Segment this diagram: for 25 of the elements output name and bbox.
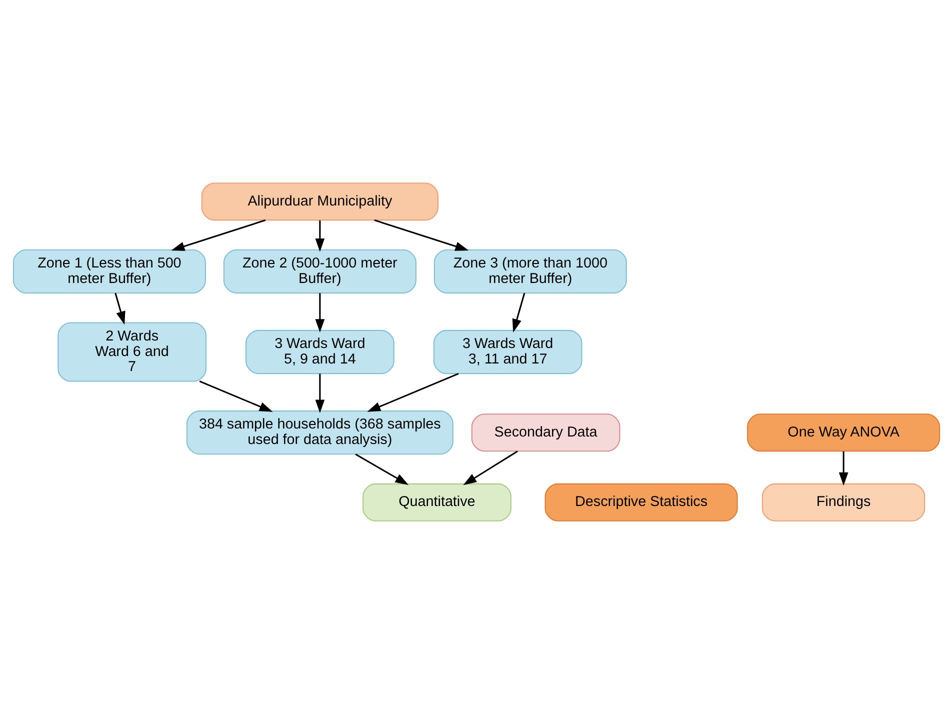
node-box: 2 Wards Ward 6 and 7 [57,322,206,382]
arrow [314,292,324,332]
node-box: Zone 3 (more than 1000 meter Buffer) [433,248,626,293]
node-box: Zone 1 (Less than 500 meter Buffer) [12,248,206,293]
node-box: 3 Wards Ward 3, 11 and 17 [432,329,582,374]
node-box: Descriptive Statistics [544,482,738,521]
arrow [374,218,468,250]
arrow [114,292,125,324]
arrow [198,380,272,412]
arrow [512,292,525,332]
arrow [838,450,848,486]
node-box: Alipurduar Municipality [200,182,438,220]
node-box: 384 sample households (368 samples used for data analysis) [186,410,453,454]
node-box: Zone 2 (500-1000 meter Buffer) [222,248,416,293]
arrow [314,220,324,252]
arrow [354,453,408,484]
arrow [170,218,266,250]
arrow [462,450,518,485]
node-box: 3 Wards Ward 5, 9 and 14 [245,329,394,374]
arrow [314,373,324,413]
node-box: Quantitative [362,482,511,521]
node-box: One Way ANOVA [746,413,940,452]
node-box: Findings [761,482,925,521]
node-box: Secondary Data [470,413,620,452]
arrow [366,372,458,412]
